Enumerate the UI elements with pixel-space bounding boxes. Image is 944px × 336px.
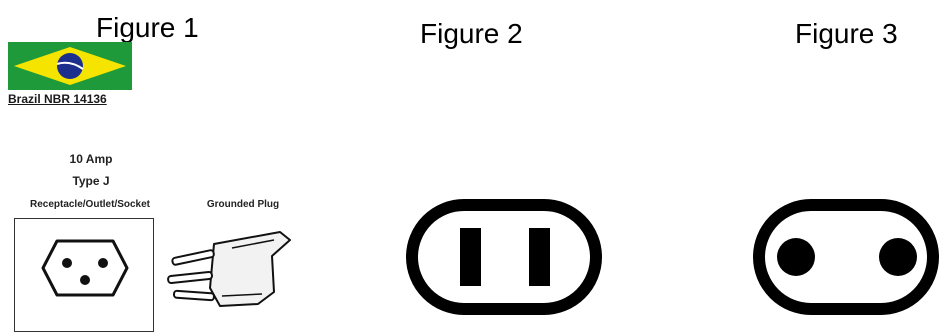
flag-caption: Brazil NBR 14136 (8, 92, 107, 106)
figure-1-title: Figure 1 (96, 12, 199, 43)
flat-pin-socket-icon (406, 199, 602, 315)
amperage-label: 10 Amp (69, 152, 113, 166)
receptacle-box (14, 218, 154, 332)
figure-2-title: Figure 2 (420, 18, 523, 49)
plug-type-label: Type J (72, 174, 110, 188)
round-pin-socket-icon (753, 199, 939, 315)
figure-3-title: Figure 3 (795, 18, 898, 49)
grounded-plug-label: Grounded Plug (206, 199, 280, 210)
receptacle-label: Receptacle/Outlet/Socket (29, 199, 151, 210)
grounded-plug-icon (167, 231, 291, 307)
brazil-flag-icon (8, 42, 132, 90)
type-j-socket-icon (41, 239, 129, 297)
